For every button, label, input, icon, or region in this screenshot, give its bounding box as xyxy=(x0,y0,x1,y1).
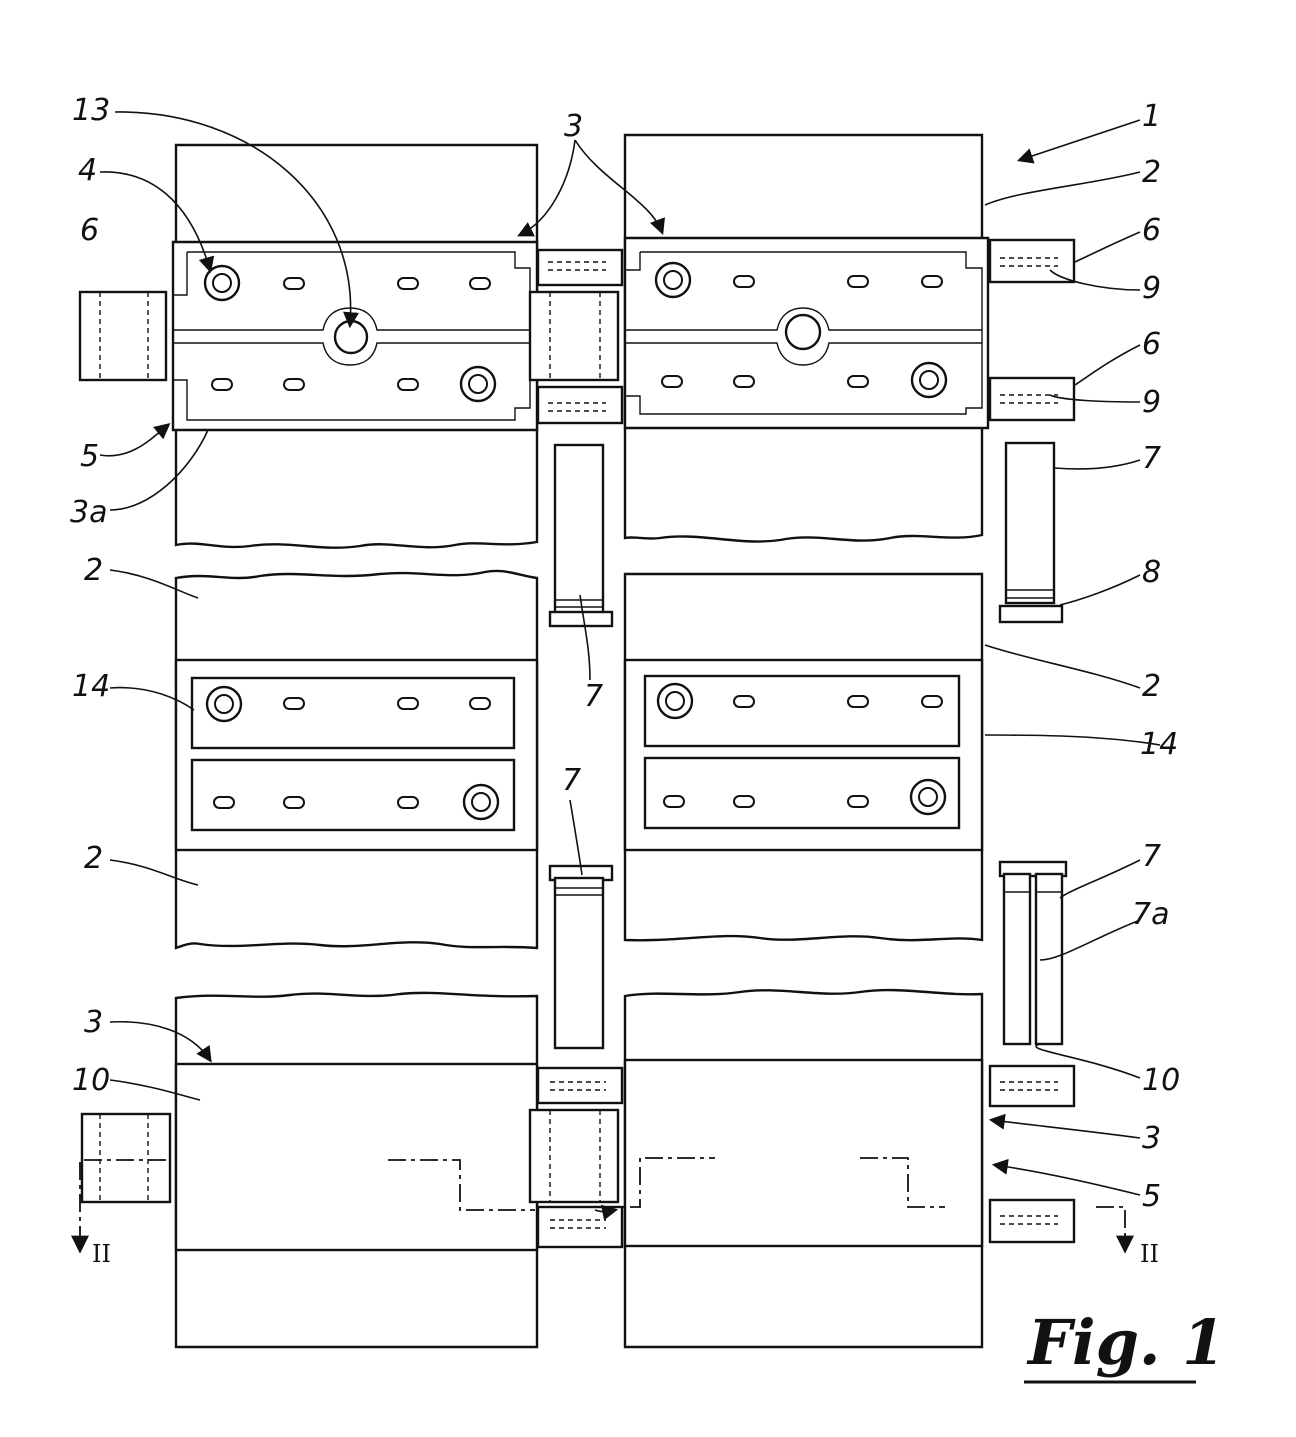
label-7-right-lower: 7 xyxy=(1142,839,1161,874)
label-2-top-right: 2 xyxy=(1142,155,1161,190)
middle-lower-knuckles xyxy=(530,1068,622,1247)
label-2-right-middle: 2 xyxy=(1142,669,1161,704)
middle-upper-knuckles xyxy=(530,250,622,423)
label-7a: 7a xyxy=(1132,897,1169,932)
right-split-pin xyxy=(1000,862,1066,1044)
label-8: 8 xyxy=(1142,555,1161,590)
label-10-right: 10 xyxy=(1142,1063,1180,1098)
label-7-center-upper: 7 xyxy=(584,679,603,714)
label-14-left: 14 xyxy=(72,669,110,704)
label-3a: 3a xyxy=(70,495,107,530)
left-upper-hinge-plate xyxy=(173,242,537,430)
label-3-top: 3 xyxy=(564,109,583,144)
label-13: 13 xyxy=(72,93,110,128)
right-upper-knuckles xyxy=(990,240,1074,420)
label-6-right-top: 6 xyxy=(1142,213,1161,248)
label-4: 4 xyxy=(78,153,97,188)
label-9-bottom: 9 xyxy=(1142,385,1161,420)
label-3-right-lower: 3 xyxy=(1142,1121,1161,1156)
label-14-right: 14 xyxy=(1140,727,1178,762)
right-upper-hinge-plate xyxy=(625,238,988,428)
label-3-left-lower: 3 xyxy=(84,1005,103,1040)
section-label-right: II xyxy=(1140,1240,1159,1268)
left-middle-panel xyxy=(176,571,537,948)
label-6-left: 6 xyxy=(80,213,99,248)
label-6-right-bottom: 6 xyxy=(1142,327,1161,362)
label-10-left: 10 xyxy=(72,1063,110,1098)
label-5-left: 5 xyxy=(80,439,99,474)
right-middle-panel xyxy=(625,574,982,940)
label-1: 1 xyxy=(1142,99,1161,134)
right-pin-upper xyxy=(1000,443,1062,622)
label-7-right-top: 7 xyxy=(1142,441,1161,476)
label-2-left-middle: 2 xyxy=(84,553,103,588)
label-9-top: 9 xyxy=(1142,271,1161,306)
right-lower-knuckles xyxy=(990,1066,1125,1250)
left-lower-panel xyxy=(80,993,537,1347)
label-5-right: 5 xyxy=(1142,1179,1161,1214)
figure-title: Fig. 1 xyxy=(1026,1306,1225,1379)
section-label-left: II xyxy=(92,1240,111,1268)
right-lower-panel xyxy=(598,990,982,1347)
label-2-left-lower: 2 xyxy=(84,841,103,876)
middle-pin-lower xyxy=(550,866,612,1048)
label-7-center-lower: 7 xyxy=(562,763,581,798)
left-upper-knuckle xyxy=(80,292,166,380)
